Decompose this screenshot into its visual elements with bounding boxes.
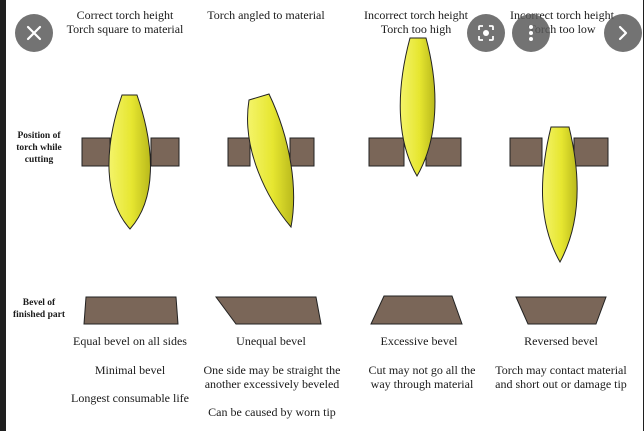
torch-1 — [108, 94, 151, 230]
column-1-bevel-name: Equal bevel on all sides — [73, 334, 187, 348]
column-1-note-2: Longest consumable life — [71, 391, 189, 405]
plate-right-4 — [573, 137, 609, 167]
plate-right-2 — [289, 137, 315, 167]
plate-right-1 — [150, 137, 180, 167]
lens-icon — [478, 25, 494, 41]
column-2-note-1: One side may be straight the another exc… — [203, 363, 341, 391]
column-3-heading: Incorrect torch height Torch too high — [364, 8, 468, 36]
close-icon — [26, 25, 42, 41]
more-vertical-icon — [529, 25, 533, 41]
column-3-note-1: Cut may not go all the way through mater… — [368, 363, 476, 391]
next-button[interactable] — [604, 14, 642, 52]
torch-2 — [247, 93, 295, 229]
more-options-button[interactable] — [512, 14, 550, 52]
plate-right-3 — [425, 137, 462, 167]
column-2-bevel-name: Unequal bevel — [236, 334, 306, 348]
chevron-right-icon — [618, 25, 628, 41]
plate-left-2 — [227, 137, 251, 167]
diagram-canvas: Position of torch while cutting Bevel of… — [6, 0, 643, 431]
column-2-heading: Torch angled to material — [207, 8, 325, 22]
bevel-shape-1 — [83, 296, 179, 325]
close-button[interactable] — [15, 14, 53, 52]
column-4-bevel-name: Reversed bevel — [524, 334, 598, 348]
plate-left-1 — [81, 137, 111, 167]
plate-left-4 — [509, 137, 543, 167]
column-1-note-1: Minimal bevel — [94, 363, 166, 377]
column-4-note-1: Torch may contact material and short out… — [495, 363, 627, 391]
column-1-heading: Correct torch height Torch square to mat… — [66, 8, 184, 36]
column-3-bevel-name: Excessive bevel — [380, 334, 458, 348]
row-label-bevel: Bevel of finished part — [13, 298, 65, 320]
lens-button[interactable] — [467, 14, 505, 52]
torch-4 — [541, 126, 578, 264]
column-2-note-2: Can be caused by worn tip — [208, 405, 336, 419]
row-label-position: Position of torch while cutting — [16, 131, 62, 165]
plate-left-3 — [368, 137, 405, 167]
bevel-shape-4 — [515, 296, 607, 325]
bevel-shape-3 — [370, 295, 463, 325]
torch-diagram — [81, 37, 609, 325]
torch-3 — [399, 37, 436, 177]
bevel-shape-2 — [215, 296, 322, 325]
